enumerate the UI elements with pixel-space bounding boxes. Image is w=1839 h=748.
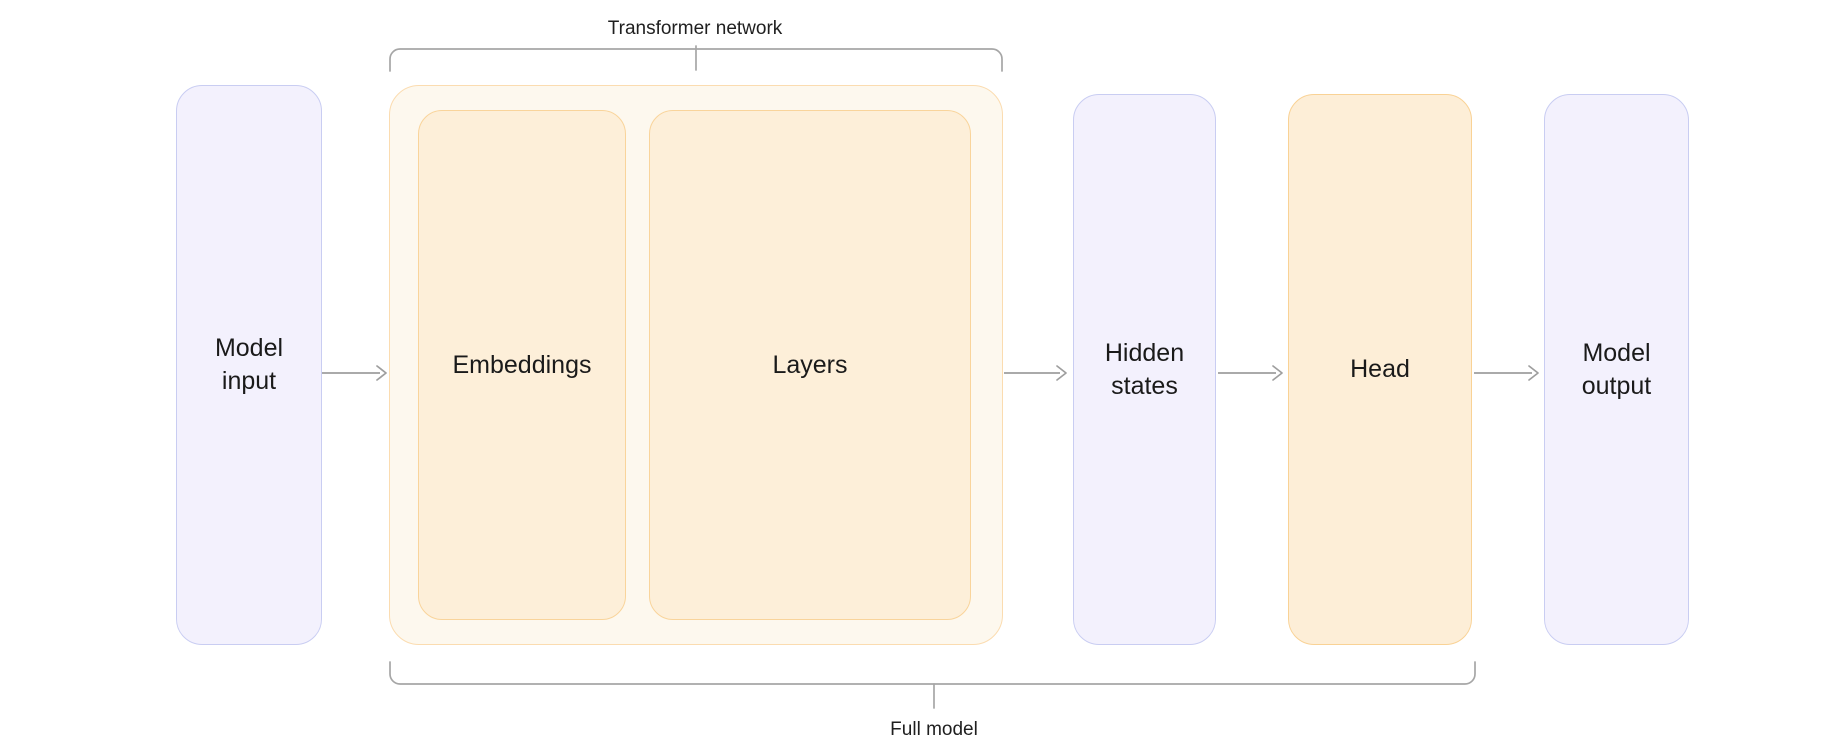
node-hidden-states-label: Hidden states xyxy=(1104,338,1185,400)
node-embeddings[interactable]: Embeddings xyxy=(418,110,626,620)
arrow-transformer-to-hidden-states xyxy=(1004,362,1070,384)
transformer-network-bracket-tick xyxy=(695,45,697,71)
node-layers[interactable]: Layers xyxy=(649,110,971,620)
node-model-input-label: Model input xyxy=(214,334,284,395)
node-hidden-states[interactable]: Hidden states xyxy=(1073,94,1216,645)
full-model-bracket xyxy=(389,661,1476,686)
arrow-hidden-states-to-head xyxy=(1218,362,1286,384)
node-model-output-label: Model output xyxy=(1581,338,1652,400)
node-layers-label: Layers xyxy=(772,350,848,379)
arrow-head-to-model-output xyxy=(1474,362,1542,384)
transformer-network-bracket xyxy=(389,48,1003,72)
node-embeddings-label: Embeddings xyxy=(452,350,592,379)
full-model-label: Full model xyxy=(890,719,978,740)
transformer-network-label: Transformer network xyxy=(607,18,783,39)
node-model-output[interactable]: Model output xyxy=(1544,94,1689,645)
node-model-input[interactable]: Model input xyxy=(176,85,322,645)
node-head[interactable]: Head xyxy=(1288,94,1472,645)
arrow-input-to-transformer xyxy=(322,362,390,384)
full-model-bracket-tick xyxy=(933,683,935,709)
node-head-label: Head xyxy=(1350,355,1410,383)
